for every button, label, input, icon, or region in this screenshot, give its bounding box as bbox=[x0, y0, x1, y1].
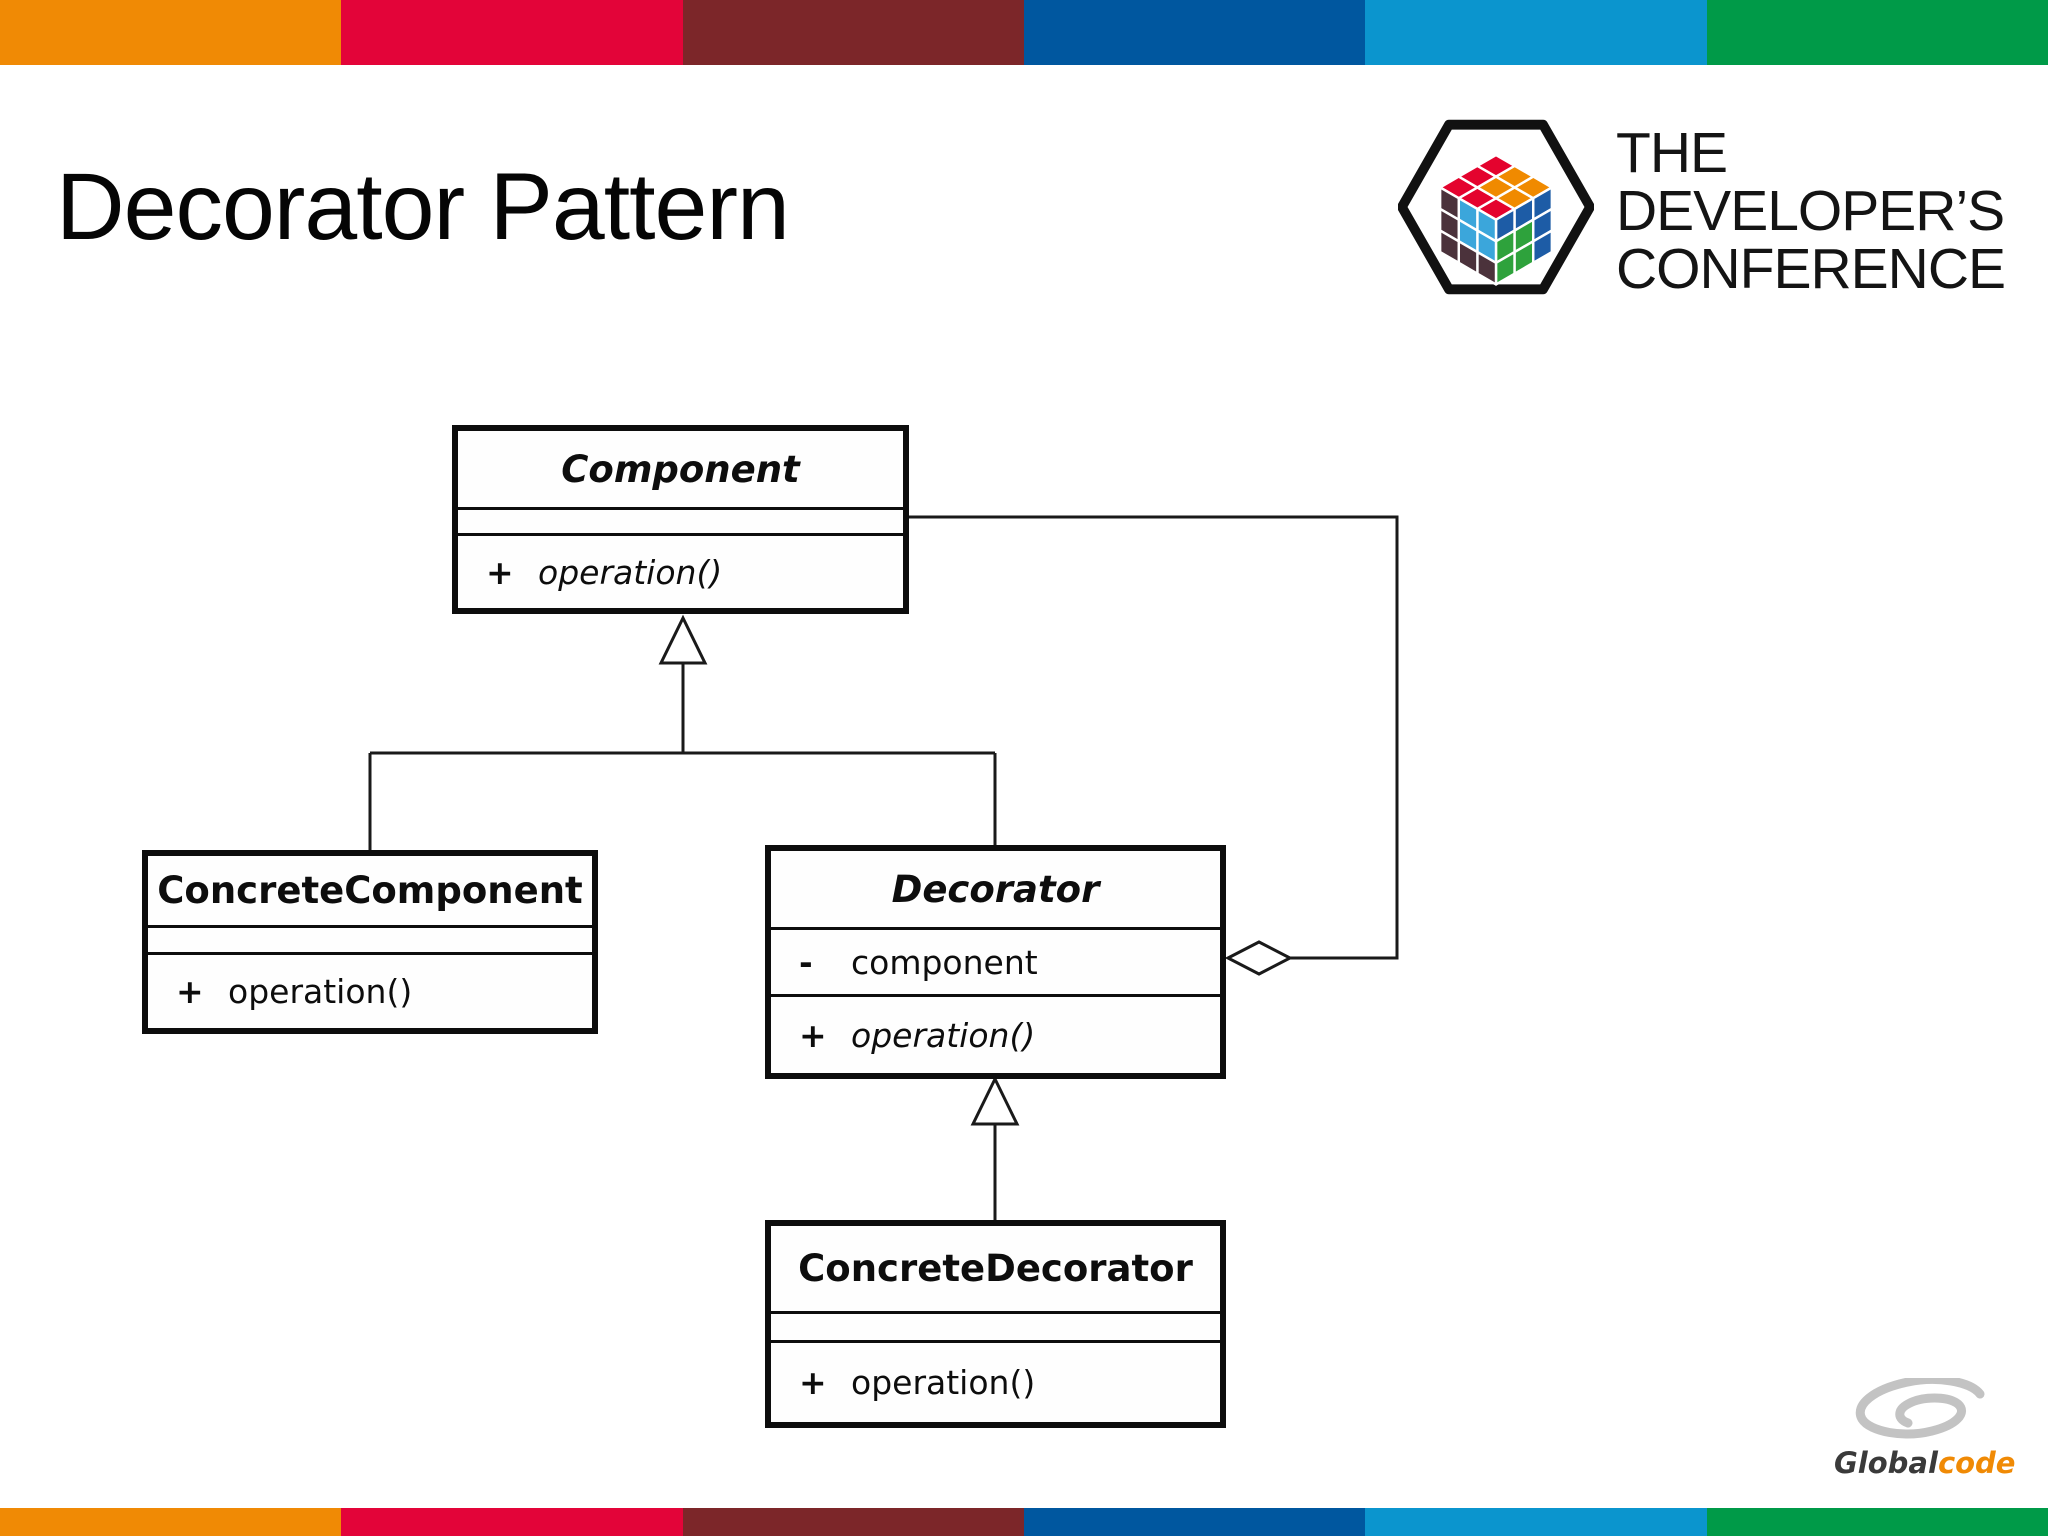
uml-class-component: Component + operation() bbox=[452, 425, 909, 614]
globalcode-text-accent: code bbox=[1937, 1446, 2016, 1480]
uml-attributes-compartment bbox=[771, 1314, 1220, 1343]
uml-visibility: + bbox=[486, 552, 514, 592]
top-bar-segment-maroon bbox=[682, 0, 1024, 65]
top-color-bar bbox=[0, 0, 2048, 65]
uml-class-concretedecorator: ConcreteDecorator + operation() bbox=[765, 1220, 1226, 1428]
top-bar-segment-orange bbox=[0, 0, 342, 65]
uml-operation-signature: operation() bbox=[538, 552, 723, 592]
uml-attributes-compartment bbox=[458, 510, 903, 536]
uml-attributes-compartment: - component bbox=[771, 930, 1220, 997]
top-bar-segment-green bbox=[1706, 0, 2048, 65]
conference-logo-text: THE DEVELOPER’S CONFERENCE bbox=[1616, 121, 2006, 301]
uml-class-decorator: Decorator - component + operation() bbox=[765, 845, 1226, 1079]
uml-operations-compartment: + operation() bbox=[771, 997, 1220, 1073]
bottom-bar-segment-green bbox=[1706, 1508, 2048, 1536]
uml-operations-compartment: + operation() bbox=[148, 955, 592, 1028]
uml-operation-signature: operation() bbox=[228, 972, 413, 1011]
uml-class-name: Decorator bbox=[771, 851, 1220, 930]
conference-cube-icon bbox=[1398, 119, 1594, 295]
bottom-bar-segment-light-blue bbox=[1365, 1508, 1707, 1536]
uml-operation: + operation() bbox=[771, 1343, 1220, 1422]
bottom-bar-segment-maroon bbox=[682, 1508, 1024, 1536]
uml-attribute: - component bbox=[771, 930, 1038, 994]
globalcode-logo: Globalcode bbox=[1834, 1378, 2039, 1480]
globalcode-logo-text: Globalcode bbox=[1834, 1446, 2039, 1480]
conference-logo-line-2: DEVELOPER’S bbox=[1616, 179, 2005, 243]
conference-logo: THE DEVELOPER’S CONFERENCE bbox=[1398, 118, 2006, 301]
generalization-arrow-component bbox=[658, 614, 708, 665]
top-bar-segment-blue bbox=[1023, 0, 1366, 65]
generalization-arrow-decorator bbox=[970, 1075, 1020, 1126]
uml-class-name: ConcreteDecorator bbox=[771, 1226, 1220, 1314]
uml-class-concretecomponent: ConcreteComponent + operation() bbox=[142, 850, 598, 1034]
bottom-bar-segment-orange bbox=[0, 1508, 342, 1536]
uml-operations-compartment: + operation() bbox=[458, 536, 903, 608]
uml-operation-signature: operation() bbox=[851, 1363, 1036, 1402]
uml-operation: + operation() bbox=[148, 955, 592, 1028]
conference-logo-line-3: CONFERENCE bbox=[1616, 237, 2006, 301]
uml-operations-compartment: + operation() bbox=[771, 1343, 1220, 1422]
conference-logo-line-1: THE bbox=[1616, 121, 1728, 185]
uml-visibility: - bbox=[799, 942, 813, 982]
globalcode-text-primary: Global bbox=[1834, 1446, 1938, 1480]
bottom-bar-segment-blue bbox=[1023, 1508, 1366, 1536]
uml-visibility: + bbox=[799, 1015, 827, 1055]
top-bar-segment-red bbox=[341, 0, 683, 65]
uml-operation: + operation() bbox=[458, 536, 903, 608]
top-bar-segment-light-blue bbox=[1365, 0, 1707, 65]
uml-visibility: + bbox=[176, 972, 204, 1011]
globalcode-swirl-icon bbox=[1855, 1378, 1985, 1439]
page-title: Decorator Pattern bbox=[56, 154, 790, 260]
uml-attributes-compartment bbox=[148, 928, 592, 955]
uml-attribute-name: component bbox=[851, 942, 1038, 982]
uml-class-name: ConcreteComponent bbox=[148, 856, 592, 928]
uml-operation-signature: operation() bbox=[851, 1015, 1036, 1055]
aggregation-diamond bbox=[1224, 940, 1294, 976]
uml-operation: + operation() bbox=[771, 997, 1220, 1073]
bottom-color-bar bbox=[0, 1508, 2048, 1536]
bottom-bar-segment-red bbox=[341, 1508, 683, 1536]
uml-class-name: Component bbox=[458, 431, 903, 510]
uml-visibility: + bbox=[799, 1363, 827, 1402]
